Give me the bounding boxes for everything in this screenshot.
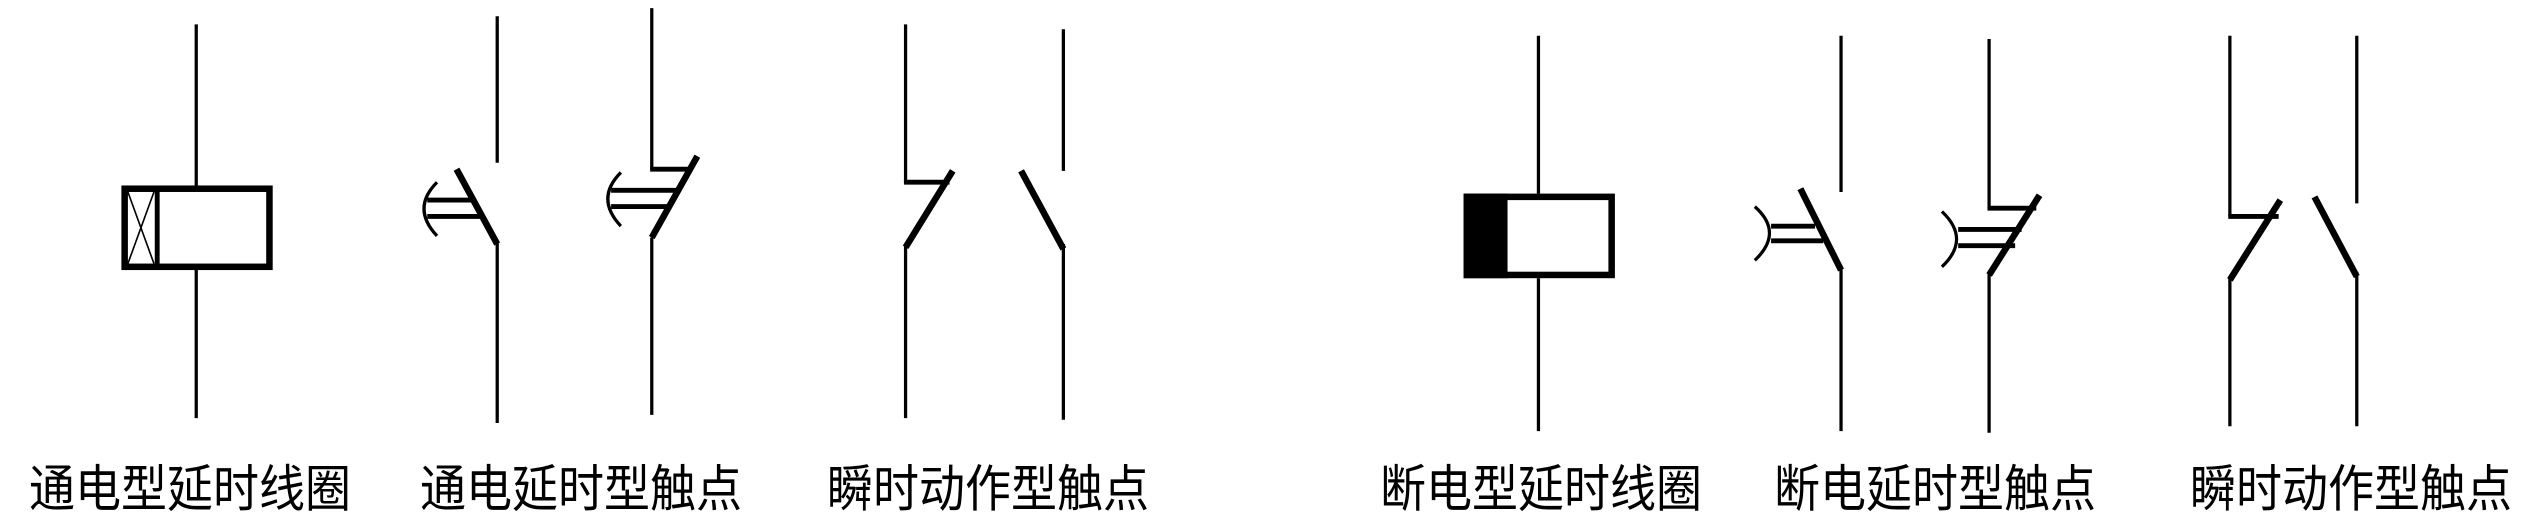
label-energize-delay-contacts: 通电延时型触点 xyxy=(420,459,742,519)
instant-nc-contact-symbol-1 xyxy=(902,24,956,419)
deenergize-delay-coil-symbol xyxy=(1463,35,1615,432)
label-energize-delay-coil: 通电型延时线圈 xyxy=(29,459,351,519)
deenergize-delay-no-contact-symbol xyxy=(1753,35,1844,432)
label-instant-contacts-2: 瞬时动作型触点 xyxy=(2190,459,2512,519)
instant-no-contact-symbol-1 xyxy=(1018,29,1067,420)
instant-nc-contact-symbol-2 xyxy=(2227,35,2284,427)
energize-delay-no-contact-symbol xyxy=(422,16,501,423)
instant-no-contact-symbol-2 xyxy=(2311,35,2360,427)
label-instant-contacts-1: 瞬时动作型触点 xyxy=(827,459,1149,519)
deenergize-delay-nc-contact-symbol xyxy=(1940,39,2043,433)
label-deenergize-delay-coil: 断电型延时线圈 xyxy=(1380,459,1702,519)
energize-delay-nc-contact-symbol xyxy=(606,8,701,415)
energize-delay-coil-symbol xyxy=(121,24,273,419)
label-deenergize-delay-contacts: 断电延时型触点 xyxy=(1774,459,2096,519)
